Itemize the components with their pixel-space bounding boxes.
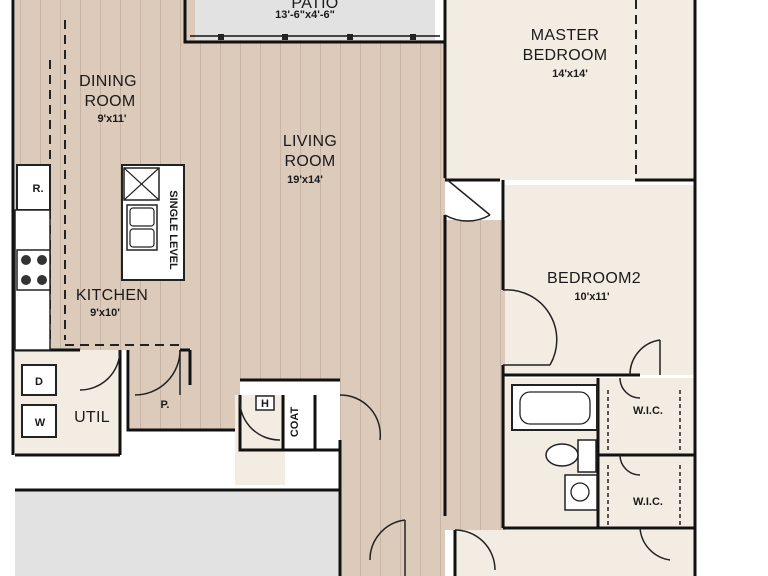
toilet-icon — [545, 439, 597, 473]
sink-island-label: SINGLE LEVEL — [167, 190, 179, 270]
water-heater — [255, 395, 275, 411]
dryer-label: D — [35, 376, 43, 388]
closet-rods — [607, 390, 681, 525]
bedroom-hall-floor — [445, 220, 505, 530]
pantry-floor — [130, 350, 240, 430]
bedroom2-name: BEDROOM2 — [547, 270, 641, 287]
dining-name-line2: ROOM — [85, 93, 136, 110]
dryer — [21, 364, 57, 396]
living-floor — [185, 40, 445, 380]
master-name-line2: BEDROOM — [523, 47, 608, 64]
kitchen-dims: 9'x10' — [90, 307, 120, 319]
lavatory-icon — [564, 474, 598, 511]
washer — [21, 404, 57, 438]
master-floor — [445, 0, 695, 180]
walls — [11, 0, 697, 576]
coat-label: COAT — [289, 407, 301, 438]
living-name-line1: LIVING — [283, 133, 337, 150]
wic-label-1: W.I.C. — [633, 405, 663, 417]
living-dims: 19'x14' — [287, 174, 323, 186]
garage-floor — [15, 490, 340, 576]
wic-label-2: W.I.C. — [633, 496, 663, 508]
range-icon — [16, 249, 51, 291]
bedroom2-dims: 10'x11' — [574, 291, 610, 303]
master-name-line1: MASTER — [531, 27, 599, 44]
util-label: UTIL — [74, 409, 110, 426]
kitchen-name: KITCHEN — [76, 287, 148, 304]
patio-name: PATIO — [291, 0, 338, 12]
refrigerator-label: R. — [33, 183, 44, 195]
patio-posts — [218, 34, 416, 40]
door-swings — [79, 177, 671, 576]
sink-icon — [126, 204, 158, 251]
water-heater-label: H — [261, 398, 269, 410]
master-dims: 14'x14' — [552, 68, 588, 80]
patio-floor — [195, 0, 435, 40]
dining-dims: 9'x11' — [97, 113, 126, 125]
pantry-label: P. — [161, 399, 170, 411]
entry-hall-floor — [340, 380, 445, 576]
bedroom2-floor — [505, 185, 695, 375]
living-name-line2: ROOM — [285, 153, 336, 170]
washer-label: W — [35, 417, 46, 429]
patio-dims: 13'-6"x4'-6" — [275, 9, 335, 21]
refrigerator — [16, 164, 51, 211]
bathtub-icon — [511, 384, 598, 431]
dishwasher-icon — [123, 167, 160, 201]
dining-name-line1: DINING — [79, 73, 137, 90]
